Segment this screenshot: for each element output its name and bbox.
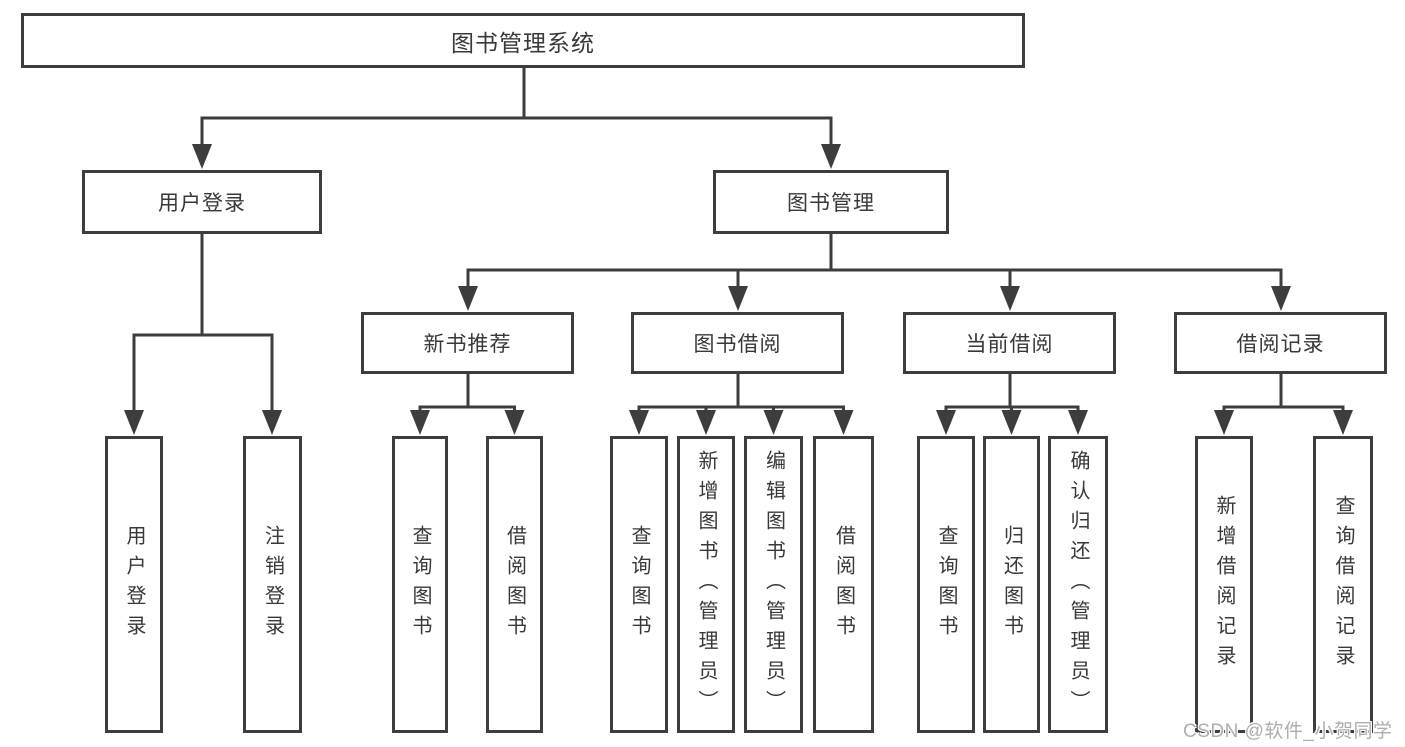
leaf-edit-book-admin: 编辑图书（管理员） [744,436,803,733]
arrowheads-records-group [1214,410,1353,435]
node-borrow-records: 借阅记录 [1174,312,1387,374]
connector-current-group [944,374,1080,414]
leaf-confirm-return-admin-label: 确认归还（管理员） [1067,449,1089,720]
leaf-query-borrow-record: 查询借阅记录 [1313,436,1373,733]
node-root-label: 图书管理系统 [451,29,595,56]
leaf-borrow-query-book-label: 查询图书 [628,524,650,645]
node-current-borrow: 当前借阅 [903,312,1116,374]
leaf-borrow-book: 借阅图书 [813,436,874,733]
leaf-add-borrow-record: 新增借阅记录 [1195,436,1253,733]
arrowheads-user-login-group [124,410,282,435]
node-user-login: 用户登录 [82,170,322,234]
arrowheads-recommend-group [410,410,525,435]
leaf-recommend-borrow-book: 借阅图书 [486,436,543,733]
leaf-return-book: 归还图书 [983,436,1040,733]
connector-management-to-level3 [466,234,1283,290]
leaf-user-login-label: 用户登录 [123,524,145,645]
leaf-recommend-borrow-book-label: 借阅图书 [503,524,526,645]
leaf-borrow-query-book: 查询图书 [610,436,668,733]
leaf-query-borrow-record-label: 查询借阅记录 [1332,494,1354,675]
leaf-user-login: 用户登录 [105,436,163,733]
connector-recommend-group [418,374,516,414]
leaf-recommend-query-book: 查询图书 [392,436,448,733]
node-borrow-records-label: 借阅记录 [1236,333,1325,356]
node-book-management-label: 图书管理 [787,192,875,215]
leaf-logout-label: 注销登录 [261,524,284,645]
csdn-watermark: CSDN @软件_小贺同学 [1183,721,1393,742]
arrowheads-borrow-group [629,410,854,435]
leaf-confirm-return-admin: 确认归还（管理员） [1048,436,1108,733]
arrowheads-current-group [936,410,1088,435]
node-user-login-label: 用户登录 [158,192,246,215]
node-book-borrow-label: 图书借阅 [693,333,782,356]
node-book-borrow: 图书借阅 [631,312,844,374]
node-root: 图书管理系统 [21,13,1025,68]
arrowheads-level2 [192,144,841,169]
node-book-management: 图书管理 [713,170,949,234]
leaf-add-borrow-record-label: 新增借阅记录 [1213,494,1235,675]
leaf-current-query-book: 查询图书 [917,436,975,733]
leaf-add-book-admin-label: 新增图书（管理员） [695,449,717,720]
connector-user-login-group [132,234,274,412]
node-new-book-recommend: 新书推荐 [361,312,574,374]
arrowheads-level3 [458,286,1291,311]
leaf-add-book-admin: 新增图书（管理员） [677,436,735,733]
leaf-return-book-label: 归还图书 [1000,524,1023,645]
leaf-logout: 注销登录 [243,436,302,733]
leaf-current-query-book-label: 查询图书 [935,524,957,645]
connector-root-to-level2 [200,68,833,148]
leaf-borrow-book-label: 借阅图书 [832,524,855,645]
connector-borrow-group [637,374,845,414]
leaf-recommend-query-book-label: 查询图书 [409,524,431,645]
node-current-borrow-label: 当前借阅 [965,333,1054,356]
node-new-book-recommend-label: 新书推荐 [423,333,512,356]
connector-records-group [1222,374,1345,414]
leaf-edit-book-admin-label: 编辑图书（管理员） [762,449,785,720]
